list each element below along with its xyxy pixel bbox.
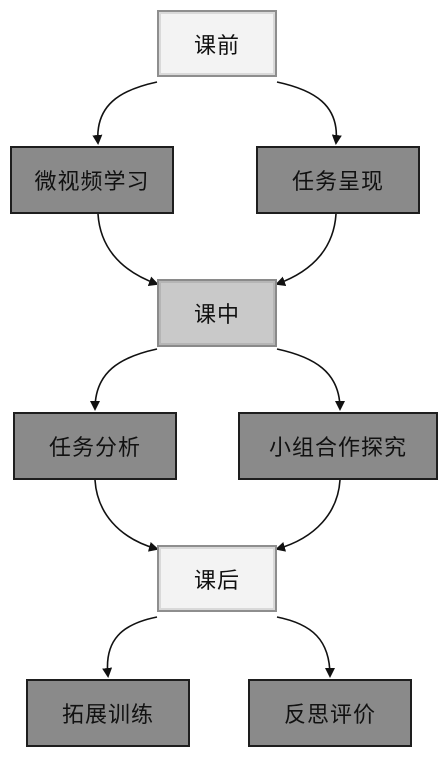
arrow-after-to-reflection <box>276 616 335 678</box>
task-reflection-box: 反思评价 <box>248 679 412 747</box>
task-presentation-label: 任务呈现 <box>291 170 384 195</box>
task-group-inquiry-label: 小组合作探究 <box>268 436 407 461</box>
task-group-inquiry-box: 小组合作探究 <box>238 412 438 480</box>
task-presentation-box: 任务呈现 <box>256 146 420 214</box>
stage-before-label: 课前 <box>193 33 240 59</box>
task-microvideo-box: 微视频学习 <box>10 146 174 214</box>
arrow-after-to-extension <box>102 616 158 678</box>
arrow-during-to-group <box>276 348 345 411</box>
stage-after-label: 课后 <box>193 568 240 594</box>
arrow-presentation-to-during <box>275 213 337 286</box>
arrow-group-to-after <box>275 479 341 552</box>
task-microvideo-label: 微视频学习 <box>34 170 150 195</box>
task-reflection-label: 反思评价 <box>283 703 376 728</box>
arrow-during-to-analysis <box>90 348 158 411</box>
stage-during-box: 课中 <box>157 279 277 347</box>
stage-after-box: 课后 <box>157 545 277 612</box>
task-analysis-box: 任务分析 <box>13 412 177 480</box>
task-analysis-label: 任务分析 <box>48 436 141 461</box>
task-extension-box: 拓展训练 <box>26 679 190 747</box>
task-extension-label: 拓展训练 <box>61 703 154 728</box>
arrow-before-to-microvideo <box>92 81 158 145</box>
stage-before-box: 课前 <box>157 10 277 77</box>
arrow-analysis-to-after <box>94 479 159 552</box>
arrow-microvideo-to-during <box>97 213 159 286</box>
stage-during-label: 课中 <box>193 303 240 328</box>
arrow-before-to-presentation <box>276 81 342 145</box>
